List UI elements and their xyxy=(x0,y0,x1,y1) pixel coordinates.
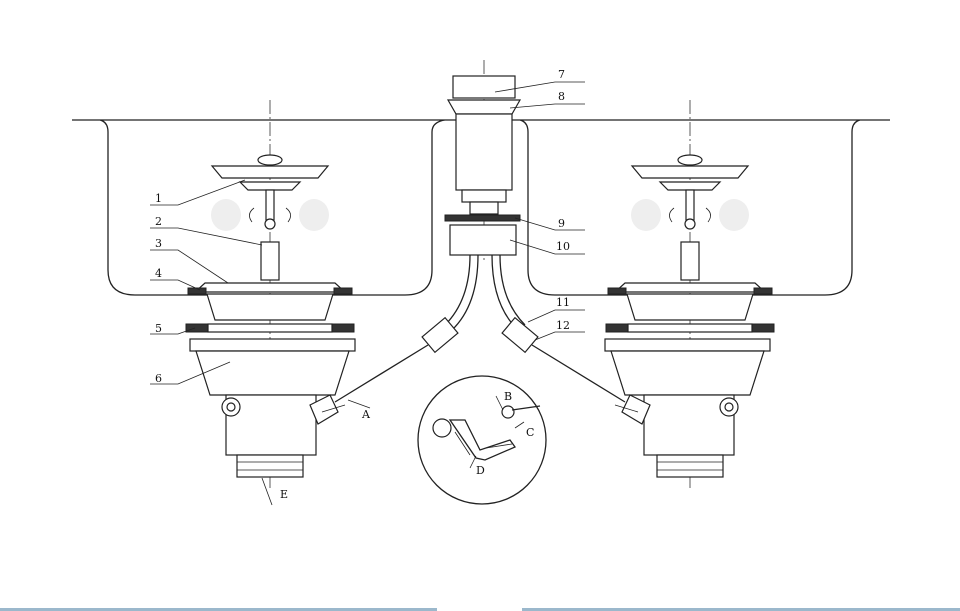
leader-lines xyxy=(150,81,585,506)
label-D: D xyxy=(476,464,485,477)
label-1: 1 xyxy=(155,192,162,205)
bottom-edge-bar xyxy=(0,608,437,611)
label-B: B xyxy=(504,390,512,403)
label-2: 2 xyxy=(155,215,162,228)
label-10: 10 xyxy=(556,240,570,253)
label-4: 4 xyxy=(155,267,162,280)
label-A: A xyxy=(361,408,371,421)
label-E: E xyxy=(280,488,288,501)
label-5: 5 xyxy=(155,322,162,335)
left-drain-assembly xyxy=(185,99,356,491)
label-8: 8 xyxy=(558,90,565,103)
right-drain-assembly xyxy=(604,99,775,491)
label-3: 3 xyxy=(155,237,162,250)
label-7: 7 xyxy=(558,68,565,81)
label-6: 6 xyxy=(155,372,162,385)
overflow-control-assembly xyxy=(321,60,639,413)
label-C: C xyxy=(526,426,534,439)
bottom-edge-bar xyxy=(522,608,960,611)
label-12: 12 xyxy=(556,319,570,332)
detail-view-circle xyxy=(417,375,547,505)
label-9: 9 xyxy=(558,217,565,230)
label-11: 11 xyxy=(556,296,570,309)
part-labels: 1 2 3 4 5 6 7 8 9 10 11 12 A B C D E xyxy=(155,68,570,501)
